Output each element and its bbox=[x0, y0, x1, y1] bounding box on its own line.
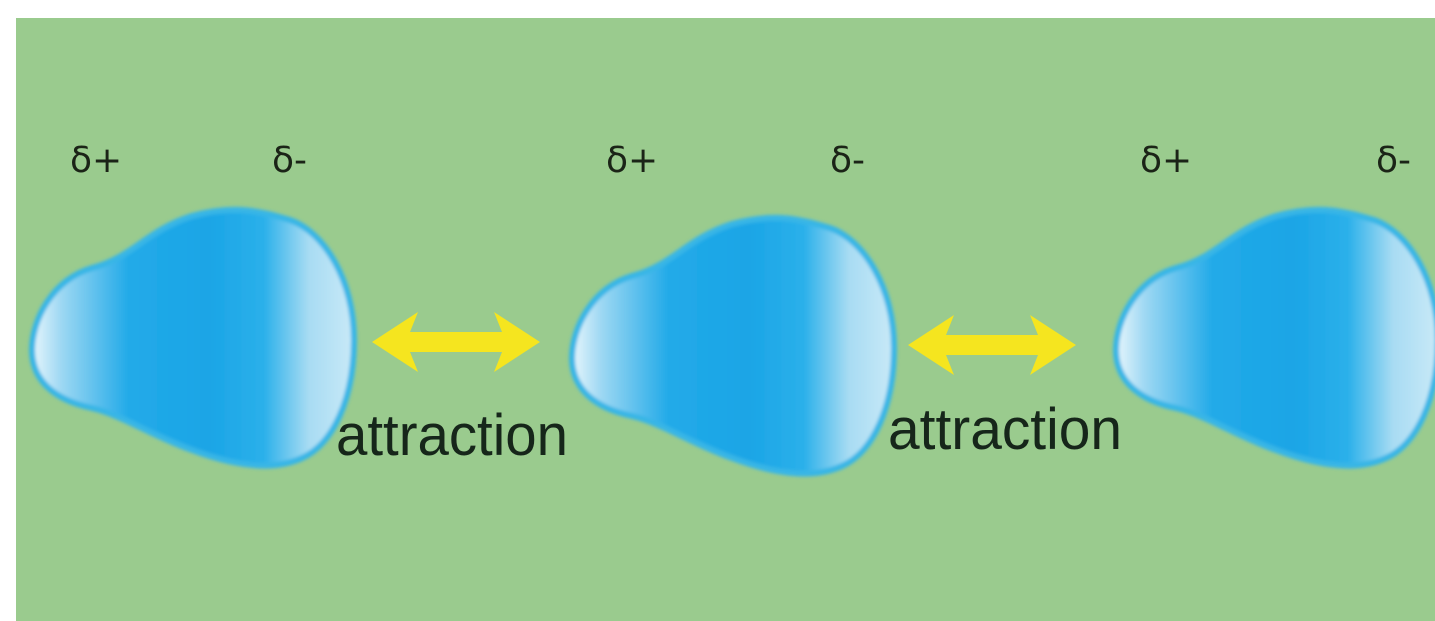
molecule-3: δ+ δ- bbox=[1116, 140, 1435, 466]
double-arrow-icon bbox=[908, 315, 1076, 375]
attraction-arrow-2 bbox=[908, 315, 1076, 375]
molecule-2: δ+ δ- bbox=[572, 140, 894, 474]
molecule-2-negative-label: δ- bbox=[830, 140, 865, 181]
molecule-1-shape bbox=[32, 210, 354, 466]
molecule-2-shape bbox=[572, 218, 894, 474]
attraction-label-2: attraction bbox=[888, 397, 1122, 462]
molecule-1-positive-label: δ+ bbox=[70, 140, 122, 181]
attraction-label-1: attraction bbox=[336, 403, 568, 468]
molecule-3-positive-label: δ+ bbox=[1140, 140, 1192, 181]
attraction-arrow-1 bbox=[372, 312, 540, 372]
molecule-2-positive-label: δ+ bbox=[606, 140, 658, 181]
molecule-3-negative-label: δ- bbox=[1376, 140, 1411, 181]
molecule-1-negative-label: δ- bbox=[272, 140, 307, 181]
double-arrow-icon bbox=[372, 312, 540, 372]
molecule-1: δ+ δ- bbox=[32, 140, 354, 466]
molecule-3-shape bbox=[1116, 210, 1435, 466]
